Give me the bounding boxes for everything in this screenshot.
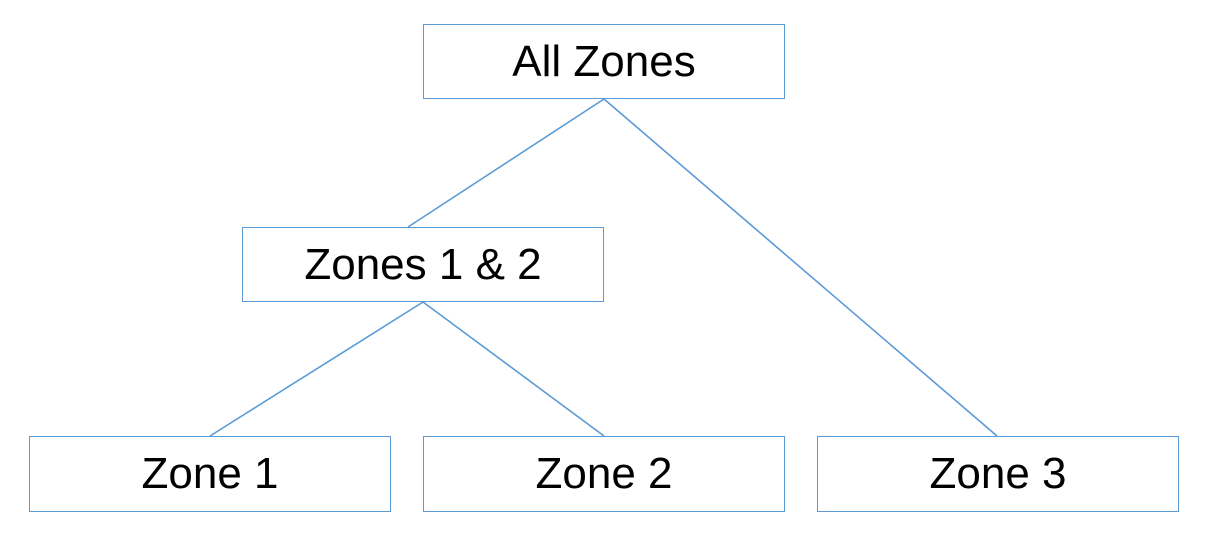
node-label: All Zones bbox=[512, 36, 696, 86]
edge-zones-1-2-to-zone-2 bbox=[422, 301, 605, 437]
edge-root-to-zones-1-2 bbox=[407, 98, 605, 228]
node-label: Zone 3 bbox=[929, 449, 1067, 498]
edge-root-to-zone-3 bbox=[603, 98, 998, 437]
node-zone-2: Zone 2 bbox=[423, 436, 785, 512]
node-all-zones: All Zones bbox=[423, 24, 785, 99]
edge-zones-1-2-to-zone-1 bbox=[209, 301, 424, 437]
node-zone-3: Zone 3 bbox=[817, 436, 1179, 512]
node-zone-1: Zone 1 bbox=[29, 436, 391, 512]
node-label: Zones 1 & 2 bbox=[304, 239, 542, 289]
node-label: Zone 1 bbox=[141, 449, 279, 498]
node-label: Zone 2 bbox=[535, 449, 673, 498]
node-zones-1-and-2: Zones 1 & 2 bbox=[242, 227, 604, 302]
